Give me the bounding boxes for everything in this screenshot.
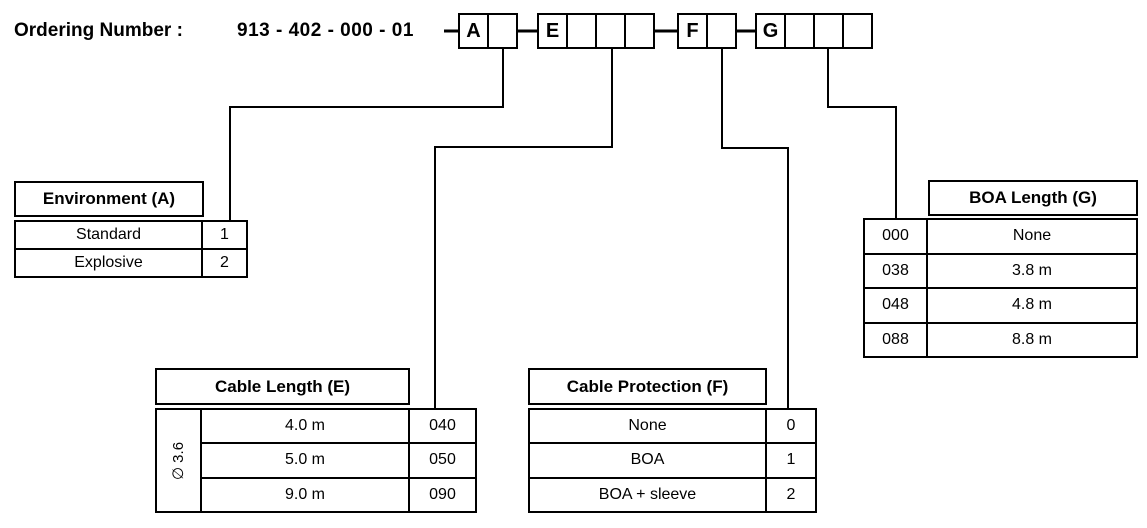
ordering-number-label: Ordering Number :	[14, 20, 183, 41]
boa-length-option: 3.8 m	[1011, 261, 1052, 279]
table-row: 048 4.8 m	[865, 287, 1136, 322]
boa-length-option: 4.8 m	[1011, 296, 1052, 314]
connector-f	[721, 48, 789, 408]
code-box-group-f: F	[677, 13, 737, 49]
code-box-blank	[595, 15, 624, 47]
cable-length-table: ∅ 3.6 4.0 m 040 5.0 m 050 9.0 m 090	[155, 408, 477, 513]
code-box-letter-a: A	[466, 19, 481, 42]
table-row: 9.0 m 090	[202, 476, 475, 511]
cable-protection-code: 2	[786, 485, 796, 503]
environment-code: 1	[220, 226, 229, 243]
environment-option: Standard	[16, 222, 203, 248]
cable-length-option: 5.0 m	[202, 444, 410, 477]
cable-length-code: 090	[429, 485, 456, 503]
code-box-blank	[706, 15, 735, 47]
cable-protection-option: BOA	[530, 444, 767, 477]
cable-protection-code: 1	[786, 451, 796, 469]
table-row: 000 None	[865, 220, 1136, 253]
boa-length-code: 088	[865, 323, 928, 356]
code-box-letter-f: F	[686, 19, 699, 42]
cable-length-code: 050	[429, 451, 456, 469]
cable-protection-table-title: Cable Protection (F)	[528, 368, 767, 405]
cable-length-code: 040	[429, 417, 456, 435]
code-box-letter-g: G	[762, 19, 779, 42]
ordering-number-value: 913 - 402 - 000 - 01	[237, 20, 414, 41]
code-box-group-e: E	[537, 13, 655, 49]
boa-length-code: 000	[865, 220, 928, 253]
code-box-letter-e: E	[545, 19, 560, 42]
cable-length-table-title: Cable Length (E)	[155, 368, 410, 405]
environment-table-title: Environment (A)	[14, 181, 204, 217]
environment-code: 2	[220, 254, 229, 271]
cable-length-option: 9.0 m	[202, 478, 410, 511]
code-box-blank	[624, 15, 653, 47]
connector-a	[229, 48, 504, 220]
connector-g	[827, 48, 897, 218]
table-row: BOA + sleeve 2	[530, 476, 815, 511]
code-box-blank	[487, 15, 516, 47]
code-box-group-a: A	[458, 13, 518, 49]
cable-protection-table: None 0 BOA 1 BOA + sleeve 2	[528, 408, 817, 513]
boa-length-code: 038	[865, 254, 928, 287]
boa-length-option: None	[1012, 227, 1052, 245]
table-row: 038 3.8 m	[865, 252, 1136, 287]
code-box-blank	[566, 15, 595, 47]
cable-diameter-label: ∅ 3.6	[170, 441, 188, 480]
cable-length-option: 4.0 m	[202, 410, 410, 443]
code-box-blank	[813, 15, 842, 47]
environment-option: Explosive	[16, 250, 203, 276]
table-row: None 0	[530, 410, 815, 443]
table-row: BOA 1	[530, 442, 815, 477]
table-row: Explosive 2	[16, 248, 246, 276]
code-box-group-g: G	[755, 13, 873, 49]
table-row: 5.0 m 050	[202, 442, 475, 477]
cable-diameter-cell: ∅ 3.6	[157, 410, 202, 511]
boa-length-table: 000 None 038 3.8 m 048 4.8 m 088 8.8 m	[863, 218, 1138, 358]
connector-e	[434, 48, 613, 408]
cable-protection-option: None	[530, 410, 767, 443]
cable-protection-option: BOA + sleeve	[530, 478, 767, 511]
table-row: 4.0 m 040	[202, 410, 475, 443]
boa-length-table-title: BOA Length (G)	[928, 180, 1138, 216]
code-box-blank	[784, 15, 813, 47]
table-row: 088 8.8 m	[865, 321, 1136, 356]
code-box-blank	[842, 15, 871, 47]
table-row: Standard 1	[16, 222, 246, 248]
environment-table: Standard 1 Explosive 2	[14, 220, 248, 278]
boa-length-code: 048	[865, 289, 928, 322]
cable-protection-code: 0	[786, 417, 796, 435]
boa-length-option: 8.8 m	[1011, 330, 1052, 348]
